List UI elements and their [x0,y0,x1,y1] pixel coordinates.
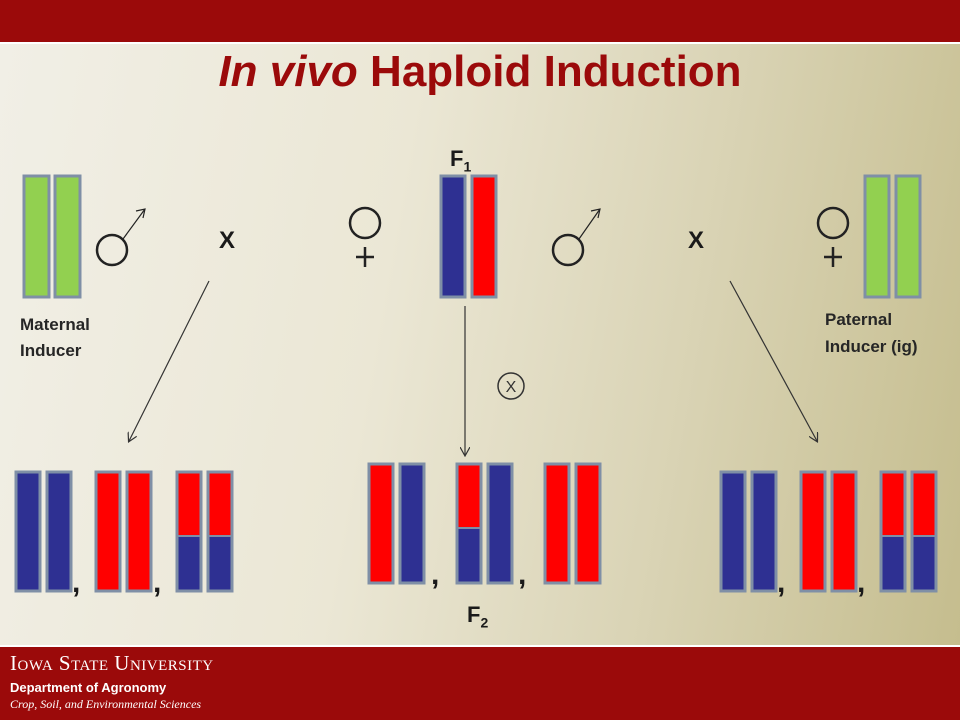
footer-divider [0,645,960,647]
footer-band [0,645,960,720]
f1-label-letter: F [450,146,464,171]
f2-progeny-paternal-chromosome-1 [367,462,395,585]
f1-label: F1 [450,146,471,174]
f1-label-subscript: 1 [463,158,472,175]
female-symbol-icon [816,206,850,267]
paternal-inducer-chromosome-2 [894,174,922,299]
f2-label-subscript: 2 [480,614,489,631]
right-progeny-maternal-chromosome-2 [750,470,778,593]
f2-label-letter: F [467,602,481,627]
arrow-to-left-progeny [129,280,210,441]
maternal-inducer-label-line1: Maternal [20,315,90,334]
right-progeny-recombinant-chromosome-2 [910,470,938,593]
maternal-inducer-chromosome-1 [22,174,51,299]
left-progeny-recombinant-chromosome-1 [175,470,203,593]
self-cross-circle [497,372,525,400]
comma-separator: , [777,566,785,599]
maternal-inducer-label: Maternal Inducer [20,314,90,362]
f2-progeny-paternal-chromosome-2 [543,462,571,585]
f2-progeny-recombinant-chromosome [455,462,483,585]
department-subtitle: Crop, Soil, and Environmental Sciences [10,697,202,711]
f1-maternal-chromosome [439,174,467,299]
paternal-inducer-label-line1: Paternal [825,310,893,329]
maternal-inducer-chromosome-2 [53,174,82,299]
arrow-to-right-progeny [729,280,817,441]
paternal-inducer-label-line2: Inducer (ig) [825,337,918,356]
f1-paternal-chromosome [470,174,498,299]
university-wordmark: Iowa State University [10,651,214,675]
right-progeny-recombinant-chromosome-1 [879,470,907,593]
f2-progeny-maternal-chromosome-1 [398,462,426,585]
f2-progeny-paternal-chromosome-3 [574,462,602,585]
self-cross-symbol: X [506,379,517,396]
slide-title: In vivo Haploid Induction [0,44,960,100]
top-band [0,0,960,42]
right-progeny-paternal-chromosome-1 [799,470,827,593]
comma-separator: , [518,558,526,591]
f2-progeny-maternal-chromosome-2 [486,462,514,585]
left-progeny-maternal-chromosome-2 [45,470,73,593]
title-italic-part: In vivo [218,47,358,96]
paternal-inducer-label: Paternal Inducer (ig) [825,309,918,358]
comma-separator: , [153,566,161,599]
department-name: Department of Agronomy [10,680,167,695]
title-main-part: Haploid Induction [370,47,742,96]
right-progeny-paternal-chromosome-2 [830,470,858,593]
male-symbol-icon [95,208,146,267]
top-band-divider [0,42,960,44]
left-progeny-paternal-chromosome-2 [125,470,153,593]
paternal-inducer-chromosome-1 [863,174,891,299]
cross-symbol-right: X [688,227,705,254]
male-symbol-icon [551,208,601,267]
right-progeny-maternal-chromosome-1 [719,470,747,593]
left-progeny-recombinant-chromosome-2 [206,470,234,593]
maternal-inducer-label-line2: Inducer [20,341,82,360]
comma-separator: , [431,558,439,591]
comma-separator: , [72,566,80,599]
left-progeny-maternal-chromosome-1 [14,470,42,593]
comma-separator: , [857,566,865,599]
female-symbol-icon [348,206,382,267]
left-progeny-paternal-chromosome-1 [94,470,122,593]
f2-label: F2 [467,602,488,630]
cross-symbol-left: X [219,227,236,254]
